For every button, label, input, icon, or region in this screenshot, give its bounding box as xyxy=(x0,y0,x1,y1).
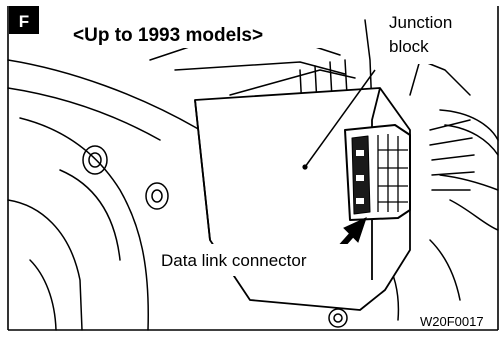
label-backings xyxy=(60,8,464,276)
junction-block-leader-dot xyxy=(302,164,308,170)
bolt-bottom xyxy=(328,308,348,328)
junction-block-label-line1: Junction xyxy=(389,13,452,32)
data-link-connector-label: Data link connector xyxy=(161,251,307,270)
data-link-connector xyxy=(344,124,411,221)
bolt-lower-left xyxy=(145,182,169,210)
junction-block-label-line2: block xyxy=(389,37,429,56)
figure-title: <Up to 1993 models> xyxy=(73,25,263,46)
figure-badge-letter: F xyxy=(19,12,29,31)
bolt-upper-left xyxy=(82,145,108,175)
junction-block-leader xyxy=(304,69,376,168)
figure-badge-box xyxy=(9,6,39,34)
figure-code: W20F0017 xyxy=(420,314,484,329)
